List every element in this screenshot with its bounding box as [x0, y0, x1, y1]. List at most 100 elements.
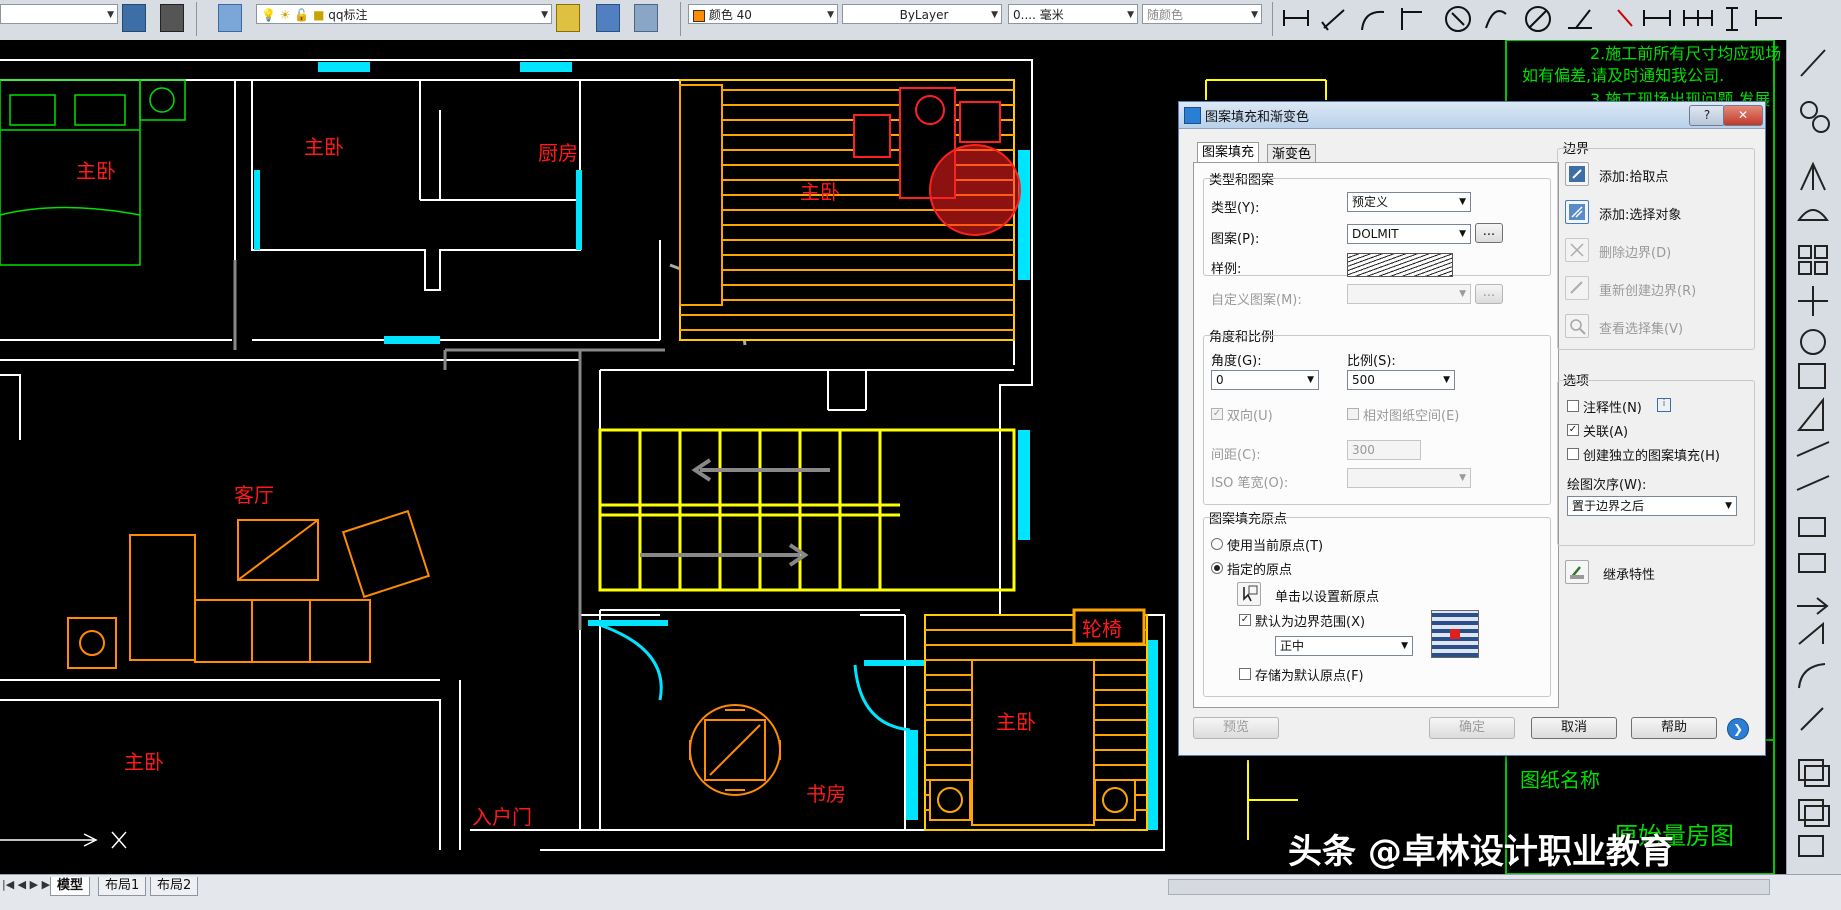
- room-label: 厨房: [538, 141, 578, 165]
- relative-paper-checkbox[interactable]: [1347, 408, 1359, 420]
- help-button[interactable]: 帮助: [1631, 717, 1717, 739]
- group-angle-scale: [1203, 335, 1551, 505]
- room-label: 入户门: [472, 805, 532, 829]
- home-icon[interactable]: [160, 4, 184, 32]
- dialog-tabs: 图案填充 渐变色: [1197, 140, 1551, 164]
- spacing-input[interactable]: 300: [1347, 440, 1421, 460]
- group-label-options: 选项: [1563, 374, 1590, 389]
- layer-make-current-icon[interactable]: [556, 4, 580, 32]
- toolbar-separator: [1272, 2, 1273, 36]
- double-checkbox[interactable]: ✓: [1211, 408, 1223, 420]
- layer-manager-icon[interactable]: [218, 4, 242, 32]
- workspace-combo[interactable]: ▼: [0, 4, 118, 24]
- add-pick-points-label[interactable]: 添加:拾取点: [1599, 170, 1669, 185]
- view-selection-label[interactable]: 查看选择集(V): [1599, 322, 1684, 337]
- room-label: 书房: [806, 782, 846, 806]
- draw-order-select[interactable]: 置于边界之后▼: [1567, 496, 1737, 516]
- scale-select[interactable]: 500▼: [1347, 370, 1455, 390]
- specified-origin-label: 指定的原点: [1227, 563, 1293, 578]
- angle-value: 0: [1216, 373, 1224, 387]
- origin-preview-icon: [1431, 610, 1479, 658]
- remove-boundary-icon[interactable]: [1565, 238, 1589, 262]
- use-current-origin-radio[interactable]: [1211, 538, 1223, 550]
- room-label: 轮椅: [1082, 617, 1122, 641]
- group-options: [1557, 380, 1755, 546]
- relative-paper-label: 相对图纸空间(E): [1363, 409, 1460, 424]
- specified-origin-radio[interactable]: [1211, 562, 1223, 574]
- layout-tab-bar: |◀ ◀ ▶ ▶| 模型 布局1 布局2: [0, 874, 1841, 910]
- type-select[interactable]: 预定义▼: [1347, 192, 1471, 212]
- custom-pattern-label: 自定义图案(M):: [1211, 293, 1302, 308]
- iso-pen-select[interactable]: ▼: [1347, 468, 1471, 488]
- cancel-button[interactable]: 取消: [1531, 717, 1617, 739]
- tab-layout1[interactable]: 布局1: [98, 877, 147, 896]
- layer-previous-icon[interactable]: [596, 4, 620, 32]
- recreate-boundary-label[interactable]: 重新创建边界(R): [1599, 284, 1697, 299]
- toolbar-separator: [680, 2, 681, 36]
- settings-gear-icon[interactable]: [122, 4, 146, 32]
- layer-states-icon[interactable]: [634, 4, 658, 32]
- store-default-checkbox[interactable]: [1239, 668, 1251, 680]
- custom-pattern-browse-button[interactable]: ...: [1475, 284, 1503, 304]
- view-selection-icon[interactable]: [1565, 314, 1589, 338]
- preview-button[interactable]: 预览: [1193, 717, 1279, 739]
- horizontal-scrollbar[interactable]: [1168, 879, 1770, 895]
- ok-button[interactable]: 确定: [1429, 717, 1515, 739]
- toolbar-separator: [196, 2, 197, 36]
- inherit-properties-label[interactable]: 继承特性: [1603, 568, 1656, 583]
- click-set-origin-icon[interactable]: [1237, 582, 1261, 606]
- room-label: 主卧: [124, 750, 164, 774]
- iso-pen-label: ISO 笔宽(O):: [1211, 476, 1289, 491]
- group-label-origin: 图案填充原点: [1209, 512, 1288, 527]
- custom-pattern-select[interactable]: ▼: [1347, 284, 1471, 304]
- note-line: 如有偏差,请及时通知我公司.: [1522, 66, 1725, 85]
- add-select-objects-icon[interactable]: [1565, 200, 1589, 224]
- help-question-button[interactable]: ?: [1689, 105, 1725, 126]
- tab-nav-arrows-icon[interactable]: |◀ ◀ ▶ ▶|: [2, 878, 54, 891]
- use-current-origin-label: 使用当前原点(T): [1227, 539, 1324, 554]
- modify-toolbar-icons[interactable]: [1787, 40, 1841, 874]
- tab-gradient[interactable]: 渐变色: [1267, 144, 1317, 164]
- inherit-properties-icon[interactable]: [1565, 560, 1589, 584]
- dialog-titlebar[interactable]: 图案填充和渐变色 ? ✕: [1179, 102, 1765, 129]
- linetype-value: ByLayer: [899, 8, 949, 22]
- room-label: 主卧: [996, 710, 1036, 734]
- dialog-title: 图案填充和渐变色: [1205, 110, 1310, 125]
- expand-more-options-icon[interactable]: ❯: [1727, 718, 1749, 740]
- pattern-browse-button[interactable]: ...: [1475, 223, 1503, 243]
- associative-checkbox[interactable]: ✓: [1567, 424, 1579, 436]
- pattern-select[interactable]: DOLMIT▼: [1347, 224, 1471, 244]
- associative-label: 关联(A): [1583, 425, 1629, 440]
- lineweight-combo[interactable]: 0.... 毫米▼: [1008, 4, 1138, 24]
- color-value: 颜色 40: [708, 8, 752, 22]
- layer-combo[interactable]: 💡 ☀ 🔓 ■ qq标注 ▼: [256, 4, 552, 24]
- plotstyle-combo[interactable]: 随颜色▼: [1142, 4, 1262, 24]
- scale-label: 比例(S):: [1347, 354, 1396, 369]
- default-extent-checkbox[interactable]: ✓: [1239, 614, 1251, 626]
- annotative-checkbox[interactable]: [1567, 400, 1579, 412]
- info-icon[interactable]: i: [1657, 398, 1671, 412]
- app-icon: [1184, 107, 1201, 124]
- group-origin: [1203, 517, 1551, 697]
- pattern-sample-swatch[interactable]: [1347, 253, 1453, 277]
- separate-hatch-label: 创建独立的图案填充(H): [1583, 449, 1720, 464]
- separate-hatch-checkbox[interactable]: [1567, 448, 1579, 460]
- group-label-type-pattern: 类型和图案: [1209, 173, 1275, 188]
- remove-boundary-label[interactable]: 删除边界(D): [1599, 246, 1672, 261]
- lineweight-value: 0.... 毫米: [1013, 8, 1064, 22]
- tab-hatch[interactable]: 图案填充: [1197, 142, 1260, 162]
- recreate-boundary-icon[interactable]: [1565, 276, 1589, 300]
- color-combo[interactable]: 颜色 40▼: [688, 4, 838, 24]
- extent-position-select[interactable]: 正中▼: [1275, 636, 1413, 656]
- tab-layout2[interactable]: 布局2: [150, 877, 199, 896]
- linetype-combo[interactable]: ByLayer▼: [842, 4, 1002, 24]
- tab-model[interactable]: 模型: [50, 877, 91, 896]
- add-pick-points-icon[interactable]: [1565, 162, 1589, 186]
- room-label: 主卧: [800, 180, 840, 204]
- floor-plan-drawing: [0, 40, 1775, 874]
- angle-select[interactable]: 0▼: [1211, 370, 1319, 390]
- close-button[interactable]: ✕: [1723, 105, 1763, 126]
- dimension-toolbar-icons[interactable]: [1280, 2, 1800, 36]
- plotstyle-value: 随颜色: [1147, 8, 1184, 22]
- add-select-objects-label[interactable]: 添加:选择对象: [1599, 208, 1682, 223]
